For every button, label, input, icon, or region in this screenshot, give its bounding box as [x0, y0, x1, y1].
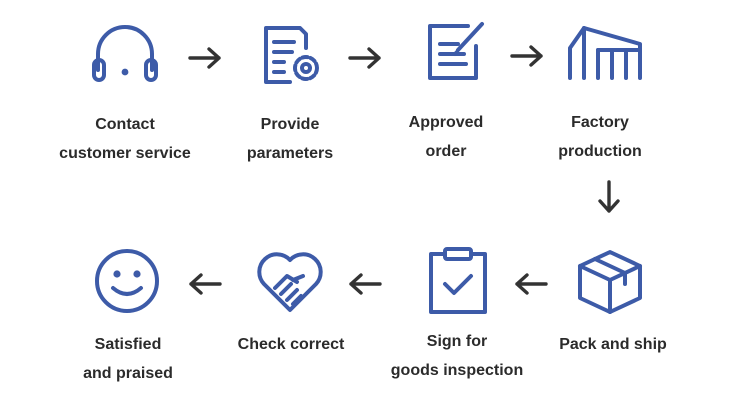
- document-gear-icon: [262, 24, 326, 88]
- step-label-satisfied: Satisfied and praised: [83, 336, 173, 382]
- step-label-factory: Factory production: [558, 114, 642, 160]
- step-label-contact: Contact customer service: [59, 116, 191, 162]
- edit-document-icon: [424, 18, 488, 82]
- arrow-down-icon: [596, 180, 622, 214]
- smiley-face-icon: [94, 248, 160, 314]
- arrow-right-icon: [188, 47, 222, 69]
- step-label-check: Check correct: [237, 336, 345, 353]
- arrow-left-icon: [348, 273, 382, 295]
- headset-icon: [88, 25, 162, 86]
- arrow-right-icon: [510, 45, 544, 67]
- step-label-sign: Sign for goods inspection: [390, 333, 524, 379]
- step-label-pack: Pack and ship: [559, 336, 667, 353]
- heart-handshake-icon: [255, 250, 325, 314]
- arrow-right-icon: [348, 47, 382, 69]
- arrow-left-icon: [188, 273, 222, 295]
- arrow-left-icon: [514, 273, 548, 295]
- clipboard-check-icon: [427, 246, 489, 316]
- step-label-parameters: Provide parameters: [246, 116, 334, 162]
- factory-icon: [568, 24, 644, 80]
- step-label-approved: Approved order: [408, 114, 484, 160]
- package-box-icon: [576, 248, 644, 316]
